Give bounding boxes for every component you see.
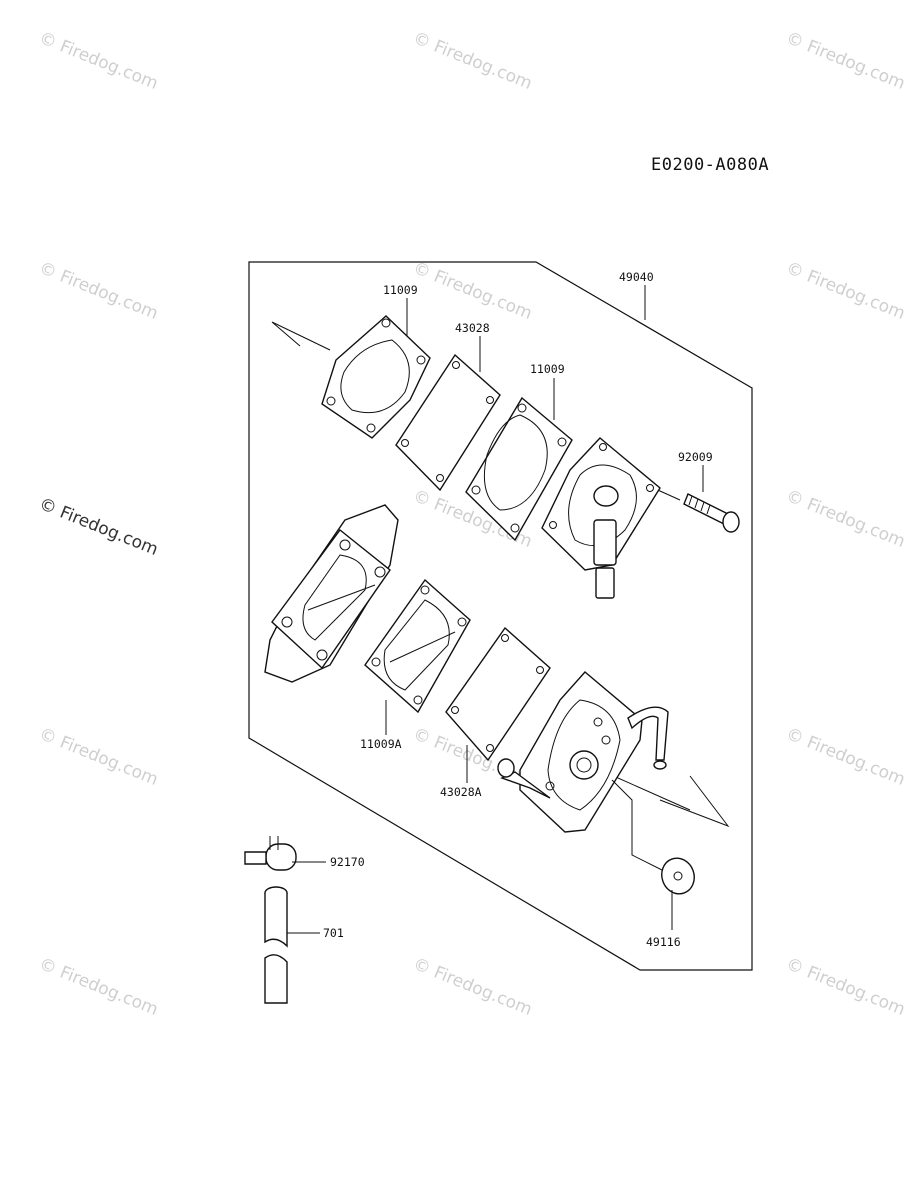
pump-flange <box>264 504 399 683</box>
label-92009: 92009 <box>678 450 713 464</box>
watermark: © Firedog.com <box>36 954 161 1020</box>
clamp-92170 <box>244 836 297 871</box>
leader-lines <box>287 285 704 934</box>
watermark: © Firedog.com <box>783 954 908 1020</box>
gasket-11009A <box>364 578 471 714</box>
watermarks: © Firedog.com © Firedog.com © Firedog.co… <box>36 28 908 1020</box>
pump-body-bottom <box>497 671 669 833</box>
label-11009-top: 11009 <box>383 283 418 297</box>
watermark: © Firedog.com <box>410 954 535 1020</box>
label-43028A: 43028A <box>440 785 482 799</box>
watermark: © Firedog.com <box>410 28 535 94</box>
diaphragm-43028 <box>395 353 501 492</box>
label-49116: 49116 <box>646 935 681 949</box>
gasket-11009-middle <box>465 396 573 542</box>
label-11009-middle: 11009 <box>530 362 565 376</box>
hose-701 <box>264 886 288 1004</box>
watermark: © Firedog.com <box>36 724 161 790</box>
watermark: © Firedog.com <box>783 258 908 324</box>
watermark: © Firedog.com <box>783 486 908 552</box>
label-92170: 92170 <box>330 855 365 869</box>
watermark: © Firedog.com <box>410 258 535 324</box>
label-43028: 43028 <box>455 321 490 335</box>
assembly-outline <box>248 261 753 971</box>
pump-cover-top <box>541 437 661 599</box>
screw-92009 <box>683 493 740 533</box>
watermark: © Firedog.com <box>783 724 908 790</box>
watermark: © Firedog.com <box>36 494 161 560</box>
label-11009A: 11009A <box>360 737 402 751</box>
watermark: © Firedog.com <box>36 28 161 94</box>
valve-49116 <box>661 857 695 895</box>
gasket-11009-top <box>321 315 431 439</box>
watermark: © Firedog.com <box>783 28 908 94</box>
watermark: © Firedog.com <box>36 258 161 324</box>
diagram-code: E0200-A080A <box>651 155 769 175</box>
part-labels: 11009 43028 11009 49040 92009 11009A 430… <box>323 270 713 949</box>
label-701: 701 <box>323 926 344 940</box>
diaphragm-43028A <box>445 626 551 762</box>
label-49040: 49040 <box>619 270 654 284</box>
